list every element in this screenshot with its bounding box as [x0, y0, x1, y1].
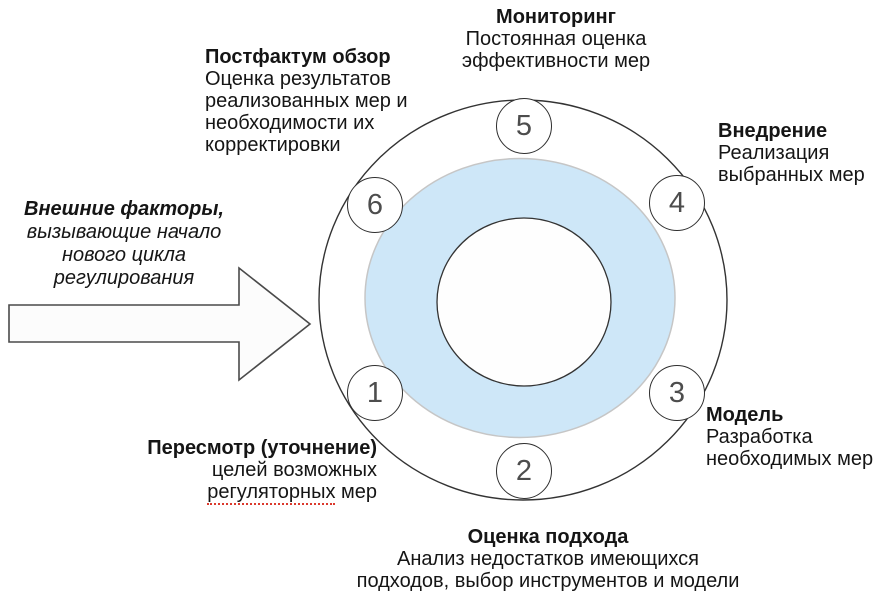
label-external-factors-line: регулирования [53, 267, 195, 289]
stage-number: 5 [515, 109, 533, 142]
label-implementation: Внедрение Реализация выбранных мер [718, 120, 888, 186]
stage-circle-1: 1 [347, 365, 403, 421]
label-external-factors-line: нового цикла [62, 244, 186, 266]
label-approach-title: Оценка подхода [467, 526, 629, 548]
stage-circle-6: 6 [347, 177, 403, 233]
label-postfactum-line: необходимости их [205, 112, 375, 134]
stage-number: 1 [366, 376, 384, 409]
label-postfactum-line: Оценка результатов [205, 68, 391, 90]
inner-circle [436, 217, 612, 387]
label-revision-line-tail: мер [335, 481, 377, 503]
label-postfactum-line: корректировки [205, 134, 341, 156]
stage-number: 2 [515, 454, 533, 487]
stage-circle-4: 4 [649, 175, 705, 231]
spellcheck-underlined-word: регуляторных [207, 481, 336, 505]
label-revision: Пересмотр (уточнение) целей возможных ре… [117, 437, 377, 505]
stage-circle-2: 2 [496, 443, 552, 499]
stage-circle-3: 3 [649, 365, 705, 421]
label-implementation-line: Реализация [718, 142, 830, 164]
label-external-factors-line: Внешние факторы, [24, 198, 224, 220]
label-approach-evaluation: Оценка подхода Анализ недостатков имеющи… [348, 526, 748, 592]
stage-number: 3 [668, 376, 686, 409]
label-monitoring-line: Постоянная оценка [465, 28, 647, 50]
label-external-factors: Внешние факторы, вызывающие начало новог… [10, 198, 238, 290]
label-postfactum-line: реализованных мер и [205, 90, 408, 112]
label-model: Модель Разработка необходимых мер [706, 404, 886, 470]
label-implementation-title: Внедрение [718, 120, 828, 142]
label-model-title: Модель [706, 404, 784, 426]
label-implementation-line: выбранных мер [718, 164, 865, 186]
label-revision-line: целей возможных [211, 459, 377, 481]
label-model-line: необходимых мер [706, 448, 874, 470]
stage-circle-5: 5 [496, 98, 552, 154]
label-postfactum-title: Постфактум обзор [205, 46, 391, 68]
label-monitoring-title: Мониторинг [496, 6, 616, 28]
label-monitoring: Мониторинг Постоянная оценка эффективнос… [406, 6, 706, 72]
label-revision-title: Пересмотр (уточнение) [147, 437, 377, 459]
external-factors-arrow [8, 266, 312, 382]
label-approach-line: Анализ недостатков имеющихся [397, 548, 699, 570]
label-postfactum-review: Постфактум обзор Оценка результатов реал… [205, 46, 445, 156]
stage-number: 6 [366, 188, 384, 221]
label-approach-line: подходов, выбор инструментов и модели [356, 570, 740, 592]
label-monitoring-line: эффективности мер [461, 50, 651, 72]
label-revision-line: регуляторных мер [117, 481, 377, 505]
label-external-factors-line: вызывающие начало [26, 221, 222, 243]
stage-number: 4 [668, 186, 686, 219]
label-model-line: Разработка [706, 426, 813, 448]
